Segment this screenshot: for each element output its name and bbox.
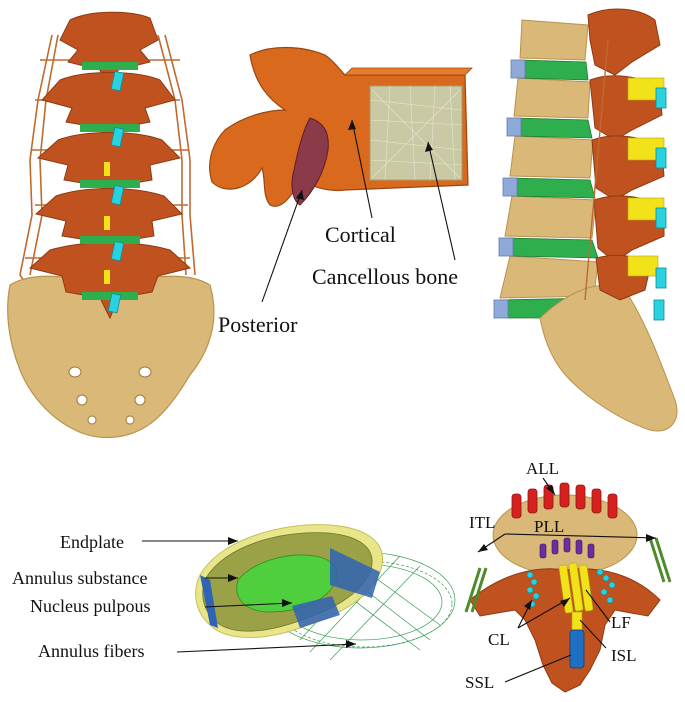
endplate-label: Endplate [60, 532, 124, 552]
ssl-label: SSL [465, 673, 494, 692]
cl-label: CL [488, 630, 510, 649]
pll-label: PLL [534, 517, 564, 536]
section-arrowheads [296, 120, 433, 200]
disc-arrowheads [228, 537, 356, 648]
isl-label: ISL [611, 646, 637, 665]
lf-lateral [627, 77, 665, 277]
lf-ligaments [558, 562, 594, 614]
itl-label: ITL [469, 513, 495, 532]
ligament-arrowheads [478, 485, 656, 610]
all-label: ALL [526, 459, 559, 478]
itl-line-lateral [584, 39, 609, 301]
spine-posterior-view [7, 11, 215, 439]
nucleus-label: Nucleus pulpous [30, 596, 151, 616]
vertebral-bodies-lateral [499, 19, 599, 299]
annulus-fibers-label: Annulus fibers [38, 641, 145, 661]
annulus-substance-label: Annulus substance [12, 568, 147, 588]
posterior-label: Posterior [218, 312, 298, 337]
spine-lateral-view [493, 8, 678, 432]
pll-ligaments [539, 537, 595, 559]
cancellous-mesh [369, 85, 463, 181]
itl-ligaments [464, 537, 672, 613]
ssl-ligament [569, 629, 585, 669]
section-pointers [261, 119, 456, 303]
lf-label: LF [611, 613, 631, 632]
ssl-lateral [653, 87, 667, 321]
disc-cut-face-left [200, 575, 218, 628]
cortical-top-face [344, 67, 473, 76]
nucleus-shape [236, 554, 337, 613]
sacral-foramina [68, 366, 152, 425]
ligaments-posterior [104, 70, 125, 314]
disc-cut-face-front [292, 596, 340, 628]
discs-posterior [80, 62, 140, 300]
disc-model: Endplate Annulus substance Nucleus pulpo… [12, 524, 456, 661]
cl-ligaments [526, 568, 616, 608]
disc-cut-face-right [330, 548, 380, 598]
cortical-label: Cortical [325, 222, 396, 247]
posterior-cut-face [291, 117, 329, 206]
cancellous-label: Cancellous bone [312, 264, 458, 289]
all-ligaments [511, 482, 618, 519]
all-bands-lateral [493, 59, 526, 319]
ligament-model: ALL ITL PLL CL LF ISL SSL [464, 459, 672, 693]
vertebra-section: Cortical Cancellous bone Posterior [209, 46, 473, 337]
